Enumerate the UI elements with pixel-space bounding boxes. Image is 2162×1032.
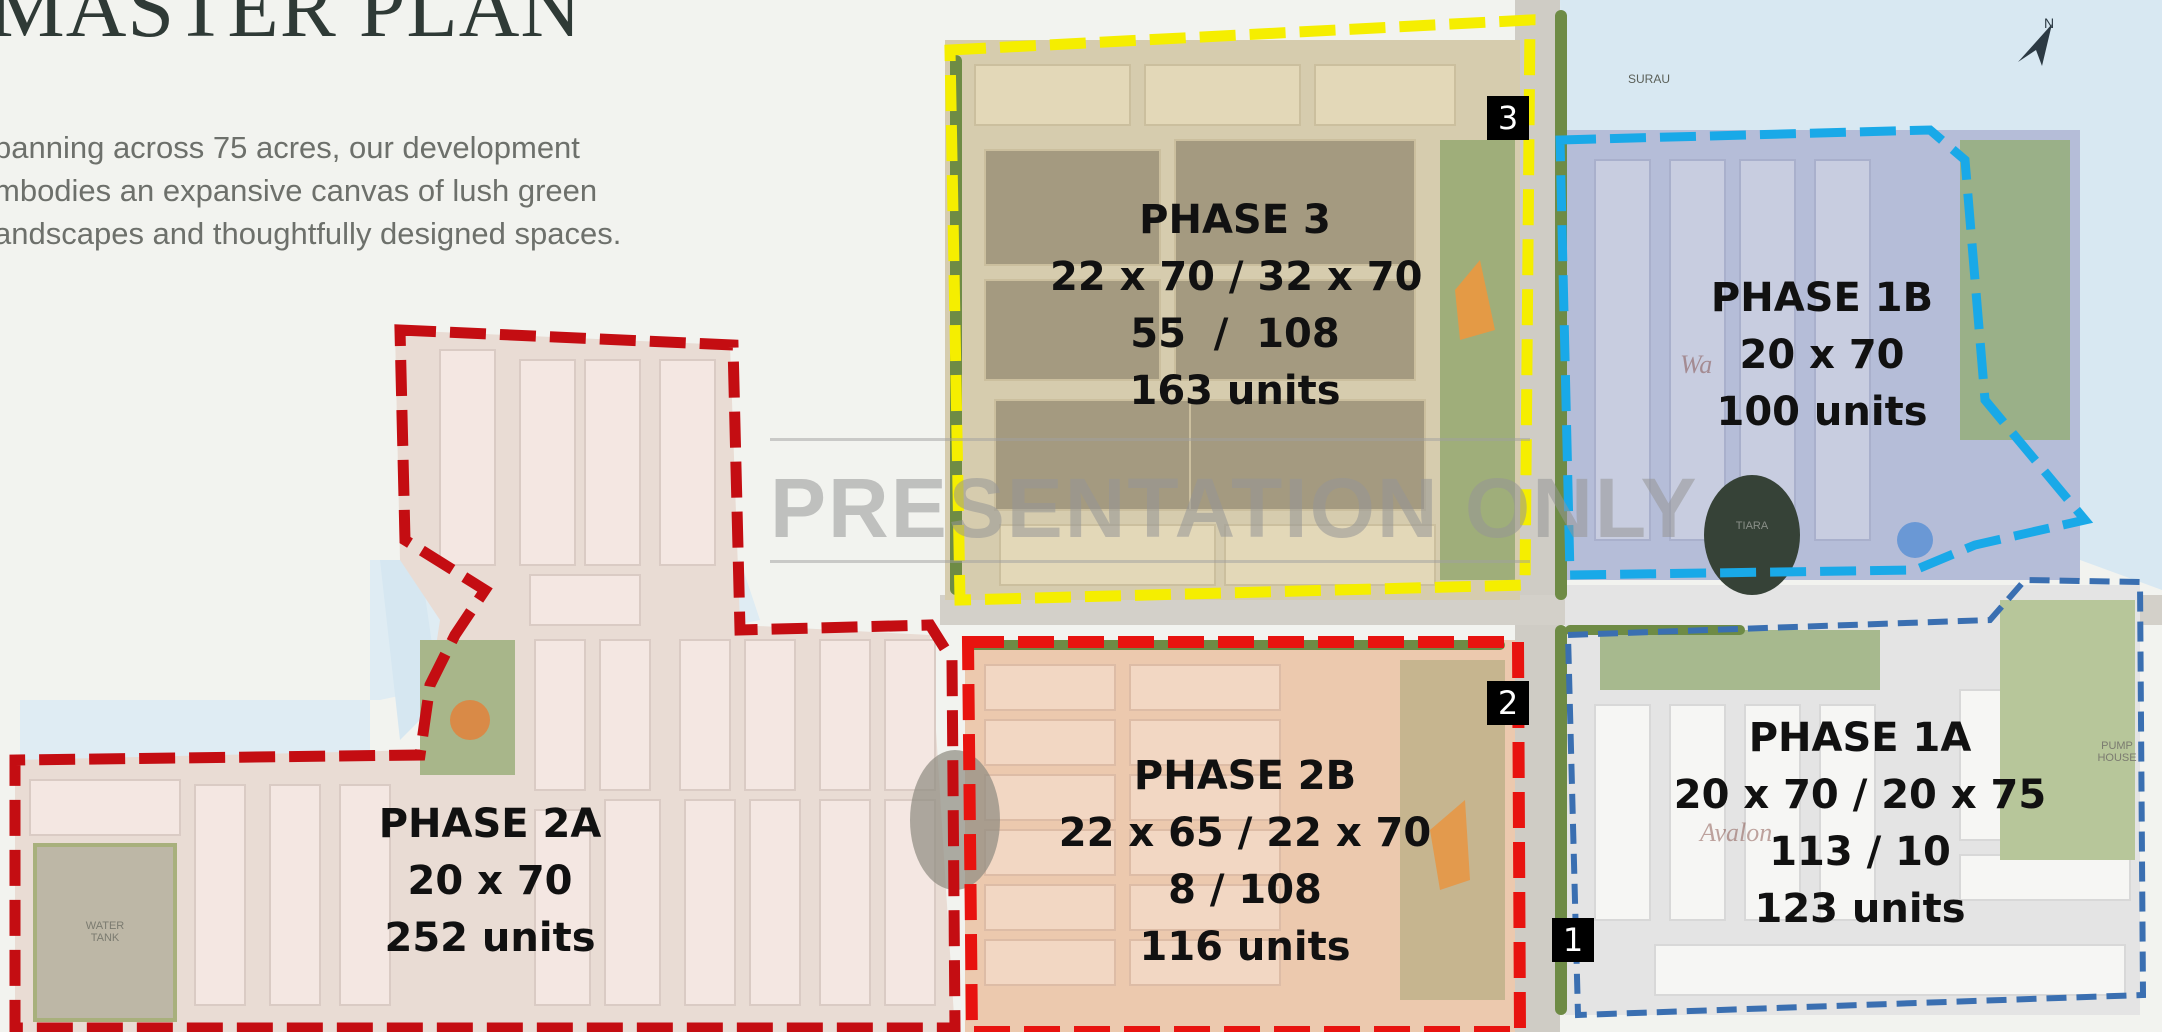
tiara-roundabout: [1704, 475, 1800, 595]
watermark-line-bottom: [770, 560, 1530, 563]
page-title: MASTER PLAN: [0, 0, 583, 55]
water-tank-label: WATER TANK: [70, 920, 140, 944]
phase-units: 100 units: [1716, 389, 1928, 435]
intro-text: panning across 75 acres, our development…: [0, 126, 694, 255]
phase-size: 20 x 70: [407, 858, 573, 904]
phase2b-label: PHASE 2B 22 x 65 / 22 x 70 8 / 108 116 u…: [1050, 748, 1440, 976]
phase-marker-1: 1: [1552, 918, 1594, 962]
svg-text:N: N: [2044, 15, 2054, 31]
phase-size: 22 x 70 / 32 x 70: [1050, 254, 1423, 300]
wa-label: Wa: [1680, 350, 1713, 379]
phase2b-boundary: [961, 636, 1527, 1032]
phase-name: PHASE 3: [1139, 197, 1331, 243]
house-blocks-phase3: [974, 64, 1456, 586]
phase-size: 22 x 65 / 22 x 70: [1058, 810, 1432, 856]
phase-marker-2: 2: [1487, 681, 1529, 725]
phase1b-label: PHASE 1B 20 x 70 100 units: [1662, 270, 1982, 441]
phase-split: 113 / 10: [1769, 829, 1951, 875]
water-tank-line: TANK: [90, 932, 120, 944]
phase-name: PHASE 1A: [1748, 715, 1972, 761]
house-blocks-phase1b: [1594, 159, 1871, 541]
phase-units: 163 units: [1129, 368, 1341, 414]
phase1b-boundary: [1555, 125, 2094, 580]
phase-split: 8 / 108: [1168, 867, 1322, 913]
phase2a-boundary: [9, 324, 961, 1032]
north-arrow-icon: N: [2018, 15, 2054, 66]
phase-name: PHASE 2B: [1133, 753, 1357, 799]
phase-units: 123 units: [1754, 886, 1966, 932]
house-blocks-phase2a: [29, 349, 936, 1006]
phase-size: 20 x 70 / 20 x 75: [1673, 772, 2047, 818]
phase-marker-3: 3: [1487, 96, 1529, 140]
watermark: PRESENTATION ONLY: [770, 461, 1699, 555]
pump-house-label: PUMP HOUSE: [2092, 740, 2142, 764]
pump-house-line: HOUSE: [2097, 752, 2137, 764]
phase-units: 116 units: [1139, 924, 1351, 970]
phase-name: PHASE 2A: [378, 801, 602, 847]
water-tank-plot: [33, 843, 177, 1022]
phase1a-boundary: [1564, 576, 2147, 1019]
house-blocks-phase2b: [984, 664, 1281, 986]
watermark-line-top: [770, 438, 1530, 441]
phase2a-label: PHASE 2A 20 x 70 252 units: [340, 796, 640, 967]
intro-line: mbodies an expansive canvas of lush gree…: [0, 173, 598, 208]
intro-line: panning across 75 acres, our development: [0, 130, 580, 165]
phase-name: PHASE 1B: [1710, 275, 1934, 321]
phase-units: 252 units: [384, 915, 596, 961]
phase-split: 55 / 108: [1130, 311, 1340, 357]
pump-house-line: PUMP: [2101, 740, 2133, 752]
phase3-label: PHASE 3 22 x 70 / 32 x 70 55 / 108 163 u…: [1050, 192, 1423, 420]
water-tank-line: WATER: [85, 920, 125, 932]
phase1a-label: PHASE 1A 20 x 70 / 20 x 75 113 / 10 123 …: [1670, 710, 2050, 938]
phase-size: 20 x 70: [1739, 332, 1905, 378]
surau-label: SURAU: [1628, 72, 1671, 86]
tiara-label: TIARA: [1735, 520, 1769, 532]
intro-line: andscapes and thoughtfully designed spac…: [0, 216, 622, 251]
avalon-label: Avalon: [1700, 818, 1773, 847]
